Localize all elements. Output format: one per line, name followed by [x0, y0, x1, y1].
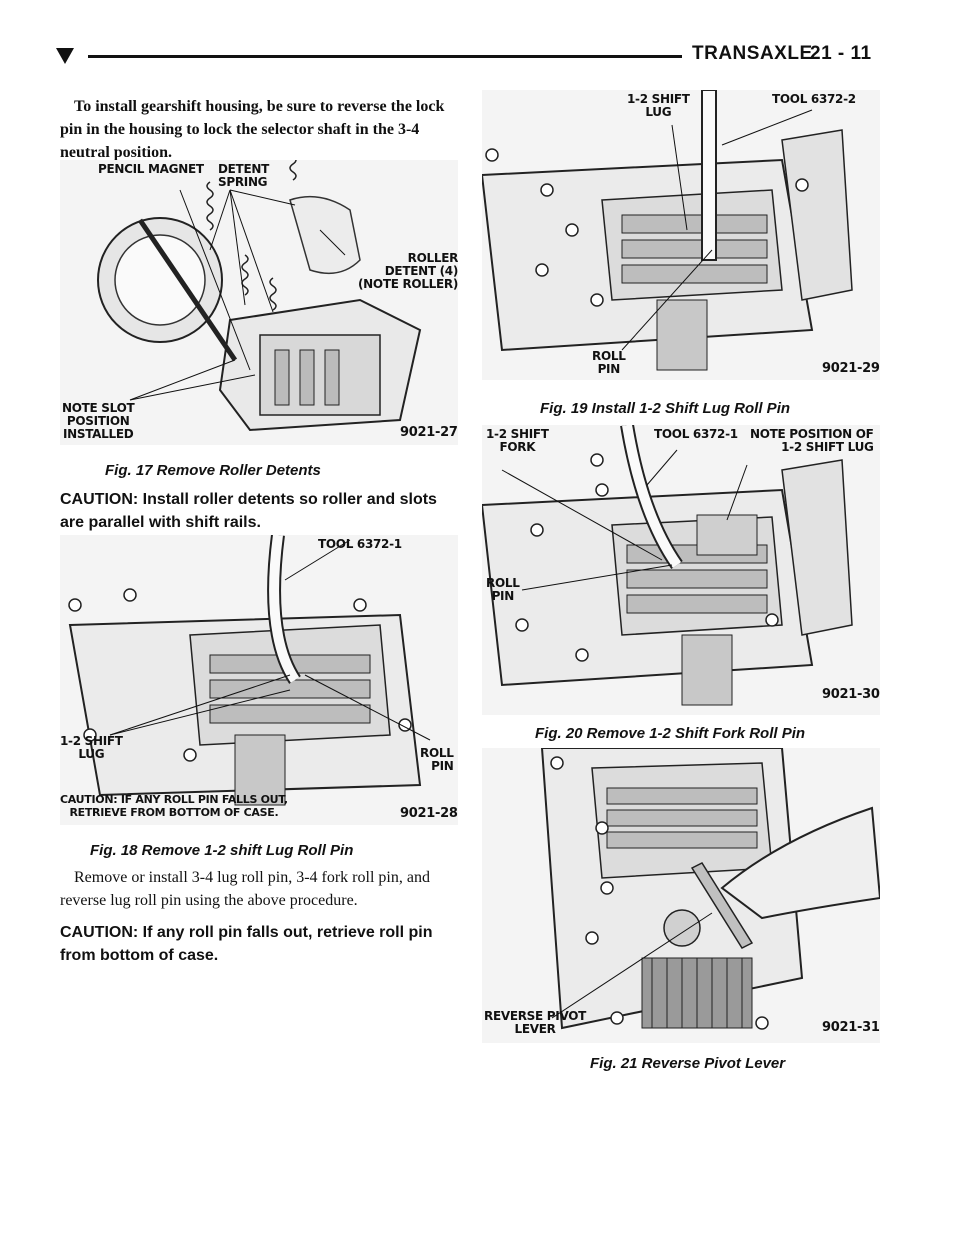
figure-20-code: 9021-30	[822, 687, 880, 702]
caution-roll-pin-falls: CAUTION: If any roll pin falls out, retr…	[60, 924, 433, 964]
body-paragraph: Remove or install 3-4 lug roll pin, 3-4 …	[60, 869, 430, 909]
label-pencil-magnet: PENCIL MAGNET	[98, 162, 204, 176]
figure-18-code: 9021-28	[400, 806, 458, 821]
figure-20-illustration: 1-2 SHIFT FORK TOOL 6372-1 NOTE POSITION…	[482, 425, 880, 715]
caution-roller-detents: CAUTION: Install roller detents so rolle…	[60, 491, 437, 531]
label-shift-lug: 1-2 SHIFT LUG	[627, 92, 690, 119]
label-caution-roll-pin: CAUTION: IF ANY ROLL PIN FALLS OUT, RETR…	[60, 793, 288, 819]
figure-17-illustration: PENCIL MAGNET DETENT SPRING ROLLER DETEN…	[60, 160, 458, 445]
figure-21-code: 9021-31	[822, 1020, 880, 1035]
figure-21-illustration: REVERSE PIVOT LEVER 9021-31	[482, 748, 880, 1043]
figure-19-illustration: 1-2 SHIFT LUG TOOL 6372-2 ROLL PIN 9021-…	[482, 90, 880, 380]
page-number: 21 - 11	[810, 43, 872, 64]
section-title: TRANSAXLE	[692, 43, 813, 64]
label-roller-detent: ROLLER DETENT (4) (NOTE ROLLER)	[358, 251, 458, 291]
label-note-slot: NOTE SLOT POSITION INSTALLED	[62, 401, 135, 441]
figure-19-code: 9021-29	[822, 361, 880, 376]
label-detent-spring: DETENT SPRING	[218, 162, 269, 189]
label-tool-6372-1: TOOL 6372-1	[654, 427, 738, 441]
figure-17-caption: Fig. 17 Remove Roller Detents	[105, 462, 321, 479]
intro-paragraph: To install gearshift housing, be sure to…	[60, 98, 445, 161]
figure-18-caption: Fig. 18 Remove 1-2 shift Lug Roll Pin	[90, 842, 354, 859]
figure-17-code: 9021-27	[400, 425, 458, 440]
figure-21-caption: Fig. 21 Reverse Pivot Lever	[590, 1055, 786, 1072]
label-tool-6372-1: TOOL 6372-1	[318, 537, 402, 551]
figure-18-illustration: TOOL 6372-1 1-2 SHIFT LUG ROLL PIN CAUTI…	[60, 535, 458, 825]
label-roll-pin: ROLL PIN	[486, 576, 520, 603]
label-tool-6372-2: TOOL 6372-2	[772, 92, 856, 106]
figure-19-caption: Fig. 19 Install 1-2 Shift Lug Roll Pin	[540, 400, 791, 417]
label-note-position: NOTE POSITION OF 1-2 SHIFT LUG	[750, 427, 874, 454]
label-reverse-pivot-lever: REVERSE PIVOT LEVER	[484, 1009, 587, 1036]
label-roll-pin: ROLL PIN	[420, 746, 454, 773]
label-shift-fork: 1-2 SHIFT FORK	[486, 427, 549, 454]
label-shift-lug: 1-2 SHIFT LUG	[60, 734, 123, 761]
label-roll-pin: ROLL PIN	[592, 349, 626, 376]
header-rule	[88, 55, 682, 58]
section-marker-icon	[56, 48, 74, 64]
figure-20-caption: Fig. 20 Remove 1-2 Shift Fork Roll Pin	[535, 725, 806, 742]
